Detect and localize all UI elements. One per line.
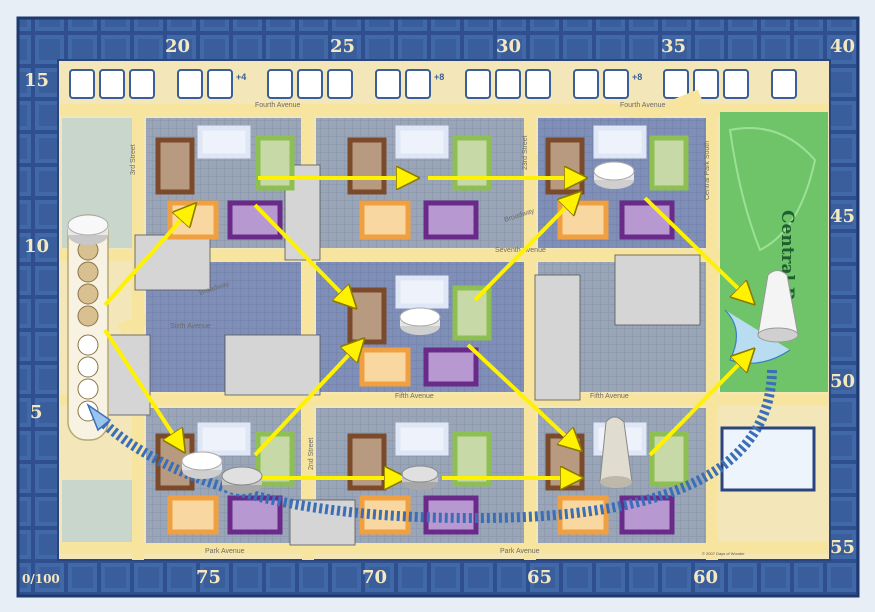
bonus-box[interactable]: [267, 69, 293, 99]
bonus-box[interactable]: [99, 69, 125, 99]
building-sketches: [104, 164, 701, 546]
street-fifth-avenue: Fifth Avenue: [395, 393, 434, 400]
bonus-label: +8: [434, 72, 444, 82]
bonus-box[interactable]: [297, 69, 323, 99]
bonus-label: +4: [236, 72, 246, 82]
score-number-35: 35: [661, 36, 686, 57]
street-twenty-third: 23rd Street: [522, 135, 529, 170]
score-numbers: 20 25 30 35 40 45 50 55 75 70 65 60 15 1…: [22, 36, 855, 588]
score-number-75: 75: [196, 567, 221, 588]
score-number-55: 55: [830, 537, 855, 558]
bonus-track: +4 +8 +8: [62, 64, 826, 102]
score-number-70: 70: [362, 567, 387, 588]
score-number-50: 50: [830, 371, 855, 392]
bonus-box[interactable]: [771, 69, 797, 99]
bonus-box[interactable]: [327, 69, 353, 99]
score-number-10: 10: [24, 236, 49, 257]
bonus-box[interactable]: [723, 69, 749, 99]
copyright: © 2007 Days of Wonder: [702, 551, 745, 556]
game-piece-tower[interactable]: [757, 270, 799, 343]
tracker-disc[interactable]: [67, 214, 109, 245]
bonus-box[interactable]: [495, 69, 521, 99]
movement-arrows: [103, 178, 748, 478]
street-third: 3rd Street: [130, 144, 137, 175]
score-number-5: 5: [30, 402, 43, 423]
score-number-15: 15: [24, 70, 49, 91]
score-number-45: 45: [830, 206, 855, 227]
game-piece-disc[interactable]: [181, 451, 223, 479]
bonus-label: +8: [632, 72, 642, 82]
blue-route-arrowhead: [86, 402, 112, 432]
street-fourth-avenue-right: Fourth Avenue: [620, 102, 666, 109]
game-piece-disc[interactable]: [399, 307, 441, 335]
game-piece-tower[interactable]: [599, 416, 633, 488]
game-piece-disc[interactable]: [221, 466, 263, 494]
street-sixth-avenue: Sixth Avenue: [170, 323, 211, 330]
street-fifth-avenue-right: Fifth Avenue: [590, 393, 629, 400]
bonus-box[interactable]: [69, 69, 95, 99]
score-number-20: 20: [165, 36, 190, 57]
bonus-box[interactable]: [573, 69, 599, 99]
bonus-box[interactable]: [375, 69, 401, 99]
game-piece-disc[interactable]: [401, 465, 439, 490]
score-number-65: 65: [527, 567, 552, 588]
central-park: Central Park: [720, 112, 828, 392]
score-number-0-100: 0/100: [22, 572, 60, 586]
bonus-box[interactable]: [177, 69, 203, 99]
building-tracker: [67, 214, 109, 441]
bonus-box[interactable]: [465, 69, 491, 99]
street-second: 2nd Street: [308, 438, 315, 470]
bonus-box[interactable]: [525, 69, 551, 99]
bonus-box[interactable]: [207, 69, 233, 99]
player-pieces: [181, 161, 799, 494]
street-park-avenue-right: Park Avenue: [500, 548, 540, 555]
bonus-box[interactable]: [129, 69, 155, 99]
bonus-box[interactable]: [663, 69, 689, 99]
bonus-box[interactable]: [693, 69, 719, 99]
score-number-30: 30: [496, 36, 521, 57]
score-number-60: 60: [693, 567, 718, 588]
street-fourth-avenue: Fourth Avenue: [255, 102, 301, 109]
street-park-avenue: Park Avenue: [205, 548, 245, 555]
game-piece-disc[interactable]: [593, 161, 635, 189]
street-seventh-avenue: Seventh Avenue: [495, 247, 546, 254]
street-labels: Fourth Avenue Fourth Avenue Broadway Bro…: [130, 102, 711, 555]
score-number-40: 40: [830, 36, 855, 57]
bonus-box[interactable]: [405, 69, 431, 99]
score-number-25: 25: [330, 36, 355, 57]
bonus-box[interactable]: [603, 69, 629, 99]
street-central-park-south: Central Park South: [704, 141, 711, 200]
blue-dashed-route: [91, 369, 777, 524]
